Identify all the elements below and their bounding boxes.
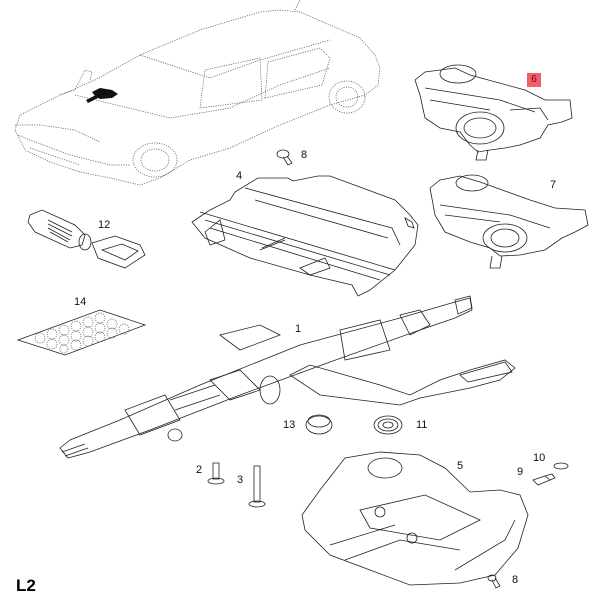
- callout-10[interactable]: 10: [533, 452, 546, 464]
- part-9-screw[interactable]: [532, 473, 556, 486]
- part-10-clip[interactable]: [553, 462, 569, 470]
- part-4-upper-trim[interactable]: [191, 175, 419, 297]
- part-2-bolt[interactable]: [207, 462, 225, 485]
- callout-3[interactable]: 3: [237, 474, 244, 486]
- part-7-switch-housing[interactable]: [429, 174, 589, 269]
- callout-7[interactable]: 7: [550, 179, 557, 191]
- part-13-ring[interactable]: [305, 414, 333, 435]
- part-5-lower-trim[interactable]: [301, 451, 529, 586]
- part-8-screw-bottom[interactable]: [487, 574, 501, 589]
- part-6-switch-housing[interactable]: [414, 64, 573, 161]
- part-12-lock-cylinder[interactable]: [27, 209, 146, 269]
- callout-5[interactable]: 5: [457, 460, 464, 472]
- callout-8-top[interactable]: 8: [301, 149, 308, 161]
- callout-4[interactable]: 4: [236, 170, 243, 182]
- callout-14[interactable]: 14: [74, 296, 87, 308]
- callout-9[interactable]: 9: [517, 466, 524, 478]
- vehicle-overview: [14, 0, 381, 186]
- callout-13[interactable]: 13: [283, 419, 296, 431]
- callout-6-highlighted[interactable]: 6: [527, 73, 541, 87]
- section-label: L2: [16, 576, 36, 595]
- part-3-bolt[interactable]: [248, 465, 266, 508]
- callout-12[interactable]: 12: [98, 219, 111, 231]
- callout-11[interactable]: 11: [416, 419, 428, 431]
- part-8-screw-top[interactable]: [276, 149, 293, 166]
- callout-1[interactable]: 1: [295, 323, 302, 335]
- callout-2[interactable]: 2: [196, 464, 203, 476]
- part-14-label-sheet[interactable]: [16, 309, 147, 356]
- part-11-ring[interactable]: [373, 415, 403, 435]
- part-1-steering-column[interactable]: [59, 295, 516, 459]
- callout-8-bottom[interactable]: 8: [512, 574, 519, 586]
